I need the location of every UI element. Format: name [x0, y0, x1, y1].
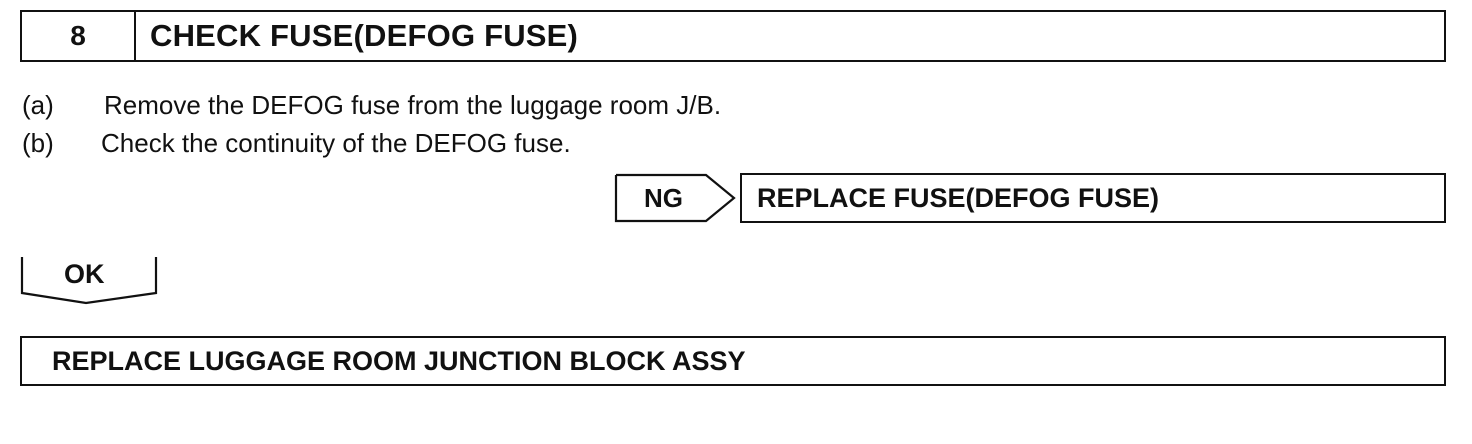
final-result-text: REPLACE LUGGAGE ROOM JUNCTION BLOCK ASSY	[52, 345, 746, 376]
step-number: 8	[22, 12, 136, 60]
instruction-letter: (a)	[22, 90, 54, 120]
ok-arrow-shape	[20, 257, 158, 305]
instruction-text: Remove the DEFOG fuse from the luggage r…	[104, 90, 722, 120]
ok-branch-tag: OK	[20, 255, 160, 307]
ng-result-box: REPLACE FUSE(DEFOG FUSE)	[740, 173, 1446, 223]
ng-result-text: REPLACE FUSE(DEFOG FUSE)	[757, 182, 1160, 213]
instruction-item: (b) Check the continuity of the DEFOG fus…	[22, 128, 571, 159]
ng-label: NG	[644, 182, 683, 213]
ng-arrow-shape	[614, 173, 736, 223]
ok-label: OK	[64, 259, 105, 289]
instruction-item: (a) Remove the DEFOG fuse from the luggag…	[22, 90, 721, 121]
step-header: 8 CHECK FUSE(DEFOG FUSE)	[20, 10, 1446, 62]
final-result-box: REPLACE LUGGAGE ROOM JUNCTION BLOCK ASSY	[20, 336, 1446, 386]
instruction-letter: (b)	[22, 128, 54, 158]
instruction-text: Check the continuity of the DEFOG fuse.	[101, 128, 571, 158]
step-title: CHECK FUSE(DEFOG FUSE)	[150, 18, 579, 53]
ng-branch-tag: NG	[614, 173, 738, 223]
